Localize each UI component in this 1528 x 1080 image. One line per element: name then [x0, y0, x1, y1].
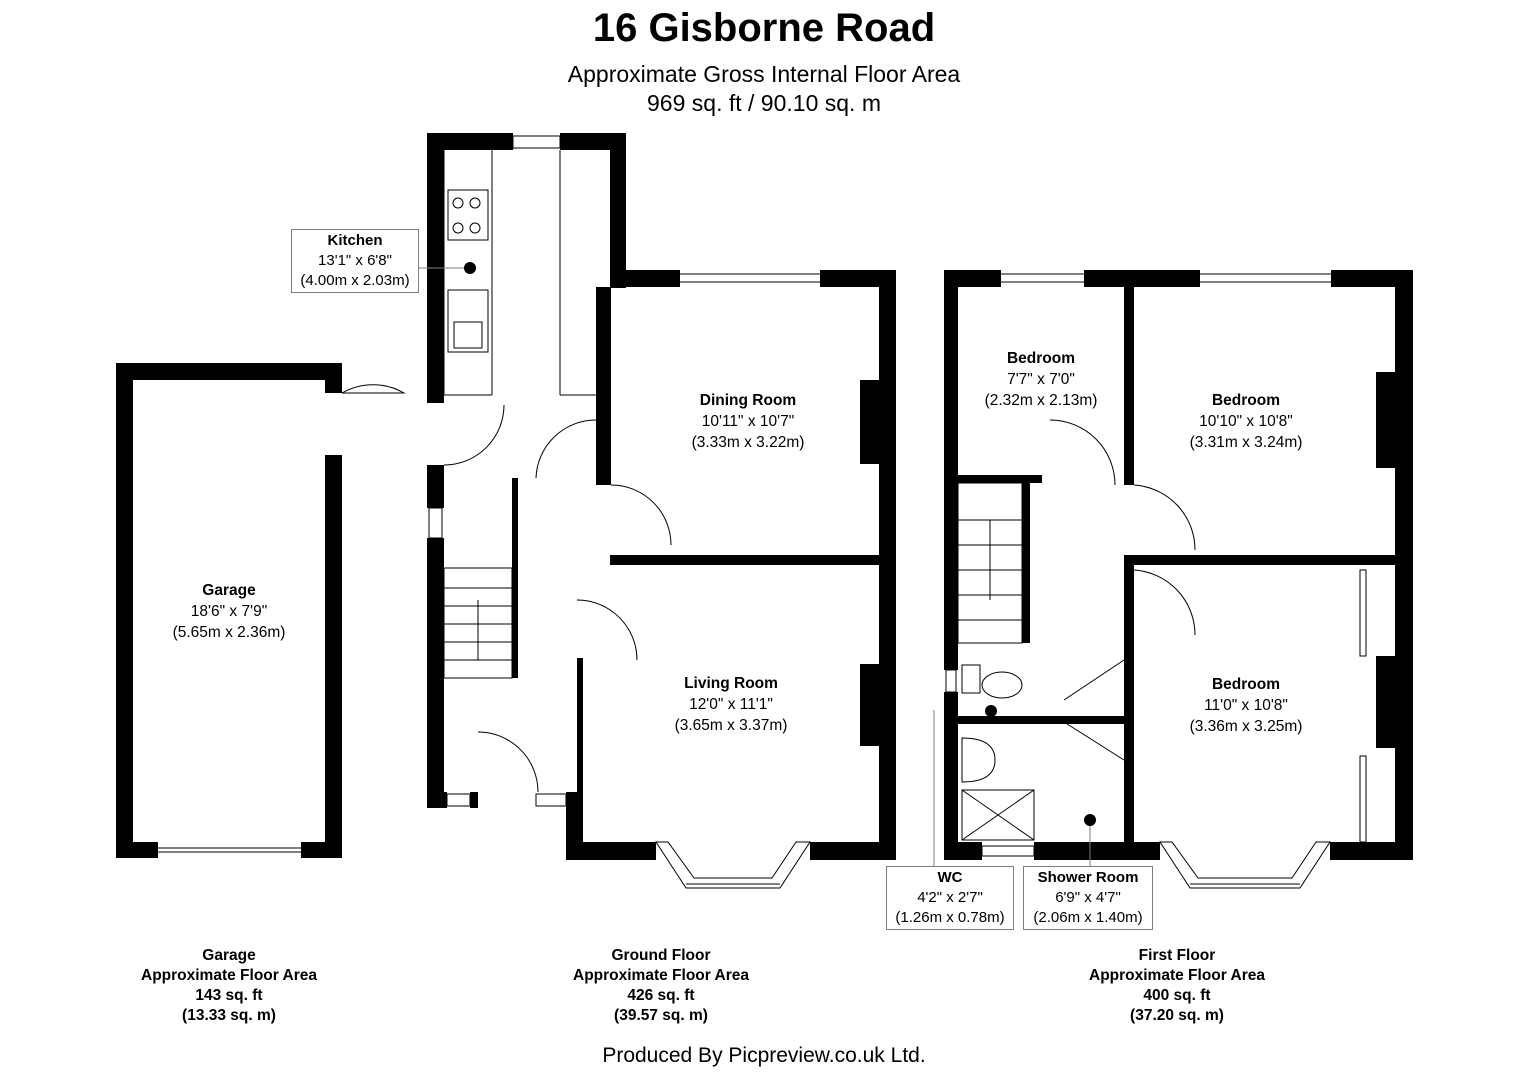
room-label-dining-room: Dining Room 10'11" x 10'7" (3.33m x 3.22… [692, 390, 805, 453]
room-metric: (2.32m x 2.13m) [984, 392, 1098, 409]
producer-credit: Produced By Picpreview.co.uk Ltd. [602, 1044, 926, 1067]
room-metric: (1.26m x 0.78m) [895, 909, 1005, 926]
room-label-shower-room: Shower Room 6'9" x 4'7" (2.06m x 1.40m) [1023, 866, 1153, 930]
room-metric: (3.33m x 3.22m) [691, 434, 805, 451]
room-name: Kitchen [327, 232, 383, 249]
window-layer [158, 135, 1367, 889]
room-name: Bedroom [1211, 392, 1281, 409]
summary-label: Approximate Floor Area [573, 967, 749, 984]
room-imperial: 6'9" x 4'7" [1055, 889, 1121, 906]
room-imperial: 11'0" x 10'8" [1204, 697, 1288, 714]
wall-layer [116, 133, 1413, 860]
room-imperial: 10'10" x 10'8" [1199, 413, 1293, 430]
room-name: Shower Room [1037, 869, 1139, 886]
room-metric: (3.65m x 3.37m) [674, 717, 788, 734]
leader-lines [416, 267, 1091, 868]
room-name: Living Room [684, 675, 778, 692]
summary-floor: Garage [202, 947, 256, 964]
summary-metric: (37.20 sq. m) [1130, 1007, 1224, 1024]
total-area: 969 sq. ft / 90.10 sq. m [647, 90, 881, 116]
room-imperial: 13'1" x 6'8" [318, 252, 392, 269]
summary-garage: Garage Approximate Floor Area 143 sq. ft… [141, 946, 317, 1026]
room-metric: (5.65m x 2.36m) [172, 624, 286, 641]
summary-imperial: 426 sq. ft [627, 987, 695, 1004]
room-label-wc: WC 4'2" x 2'7" (1.26m x 0.78m) [886, 866, 1014, 930]
subtitle-label: Approximate Gross Internal Floor Area [567, 61, 961, 87]
summary-imperial: 143 sq. ft [195, 987, 263, 1004]
room-name: Bedroom [1211, 676, 1281, 693]
summary-label: Approximate Floor Area [1089, 967, 1265, 984]
summary-imperial: 400 sq. ft [1143, 987, 1211, 1004]
room-metric: (4.00m x 2.03m) [300, 272, 410, 289]
summary-metric: (39.57 sq. m) [614, 1007, 708, 1024]
room-metric: (3.36m x 3.25m) [1189, 718, 1303, 735]
summary-first-floor: First Floor Approximate Floor Area 400 s… [1089, 946, 1265, 1026]
fixtures-layer [341, 150, 1196, 841]
room-name: WC [937, 869, 963, 886]
room-label-bedroom-rear: Bedroom 10'10" x 10'8" (3.31m x 3.24m) [1190, 390, 1303, 453]
room-imperial: 10'11" x 10'7" [701, 413, 795, 430]
page-title: 16 Gisborne Road [592, 6, 936, 50]
area-subtitle: Approximate Gross Internal Floor Area 96… [0, 60, 1528, 118]
room-label-bedroom-small: Bedroom 7'7" x 7'0" (2.32m x 2.13m) [985, 348, 1098, 411]
summary-floor: Ground Floor [611, 947, 711, 964]
room-label-garage: Garage 18'6" x 7'9" (5.65m x 2.36m) [173, 580, 286, 643]
room-imperial: 4'2" x 2'7" [917, 889, 983, 906]
room-imperial: 12'0" x 11'1" [689, 696, 773, 713]
room-label-bedroom-front: Bedroom 11'0" x 10'8" (3.36m x 3.25m) [1190, 674, 1303, 737]
summary-floor: First Floor [1138, 947, 1216, 964]
summary-ground-floor: Ground Floor Approximate Floor Area 426 … [573, 946, 749, 1026]
summary-label: Approximate Floor Area [141, 967, 317, 984]
room-label-living-room: Living Room 12'0" x 11'1" (3.65m x 3.37m… [675, 673, 788, 736]
room-imperial: 7'7" x 7'0" [1007, 371, 1075, 388]
room-metric: (3.31m x 3.24m) [1189, 434, 1303, 451]
room-label-kitchen: Kitchen 13'1" x 6'8" (4.00m x 2.03m) [291, 229, 419, 293]
marker-layer [464, 262, 1096, 826]
room-name: Bedroom [1006, 350, 1076, 367]
room-name: Dining Room [699, 392, 797, 409]
summary-metric: (13.33 sq. m) [182, 1007, 276, 1024]
room-imperial: 18'6" x 7'9" [190, 603, 268, 620]
room-metric: (2.06m x 1.40m) [1033, 909, 1143, 926]
room-name: Garage [202, 582, 256, 599]
